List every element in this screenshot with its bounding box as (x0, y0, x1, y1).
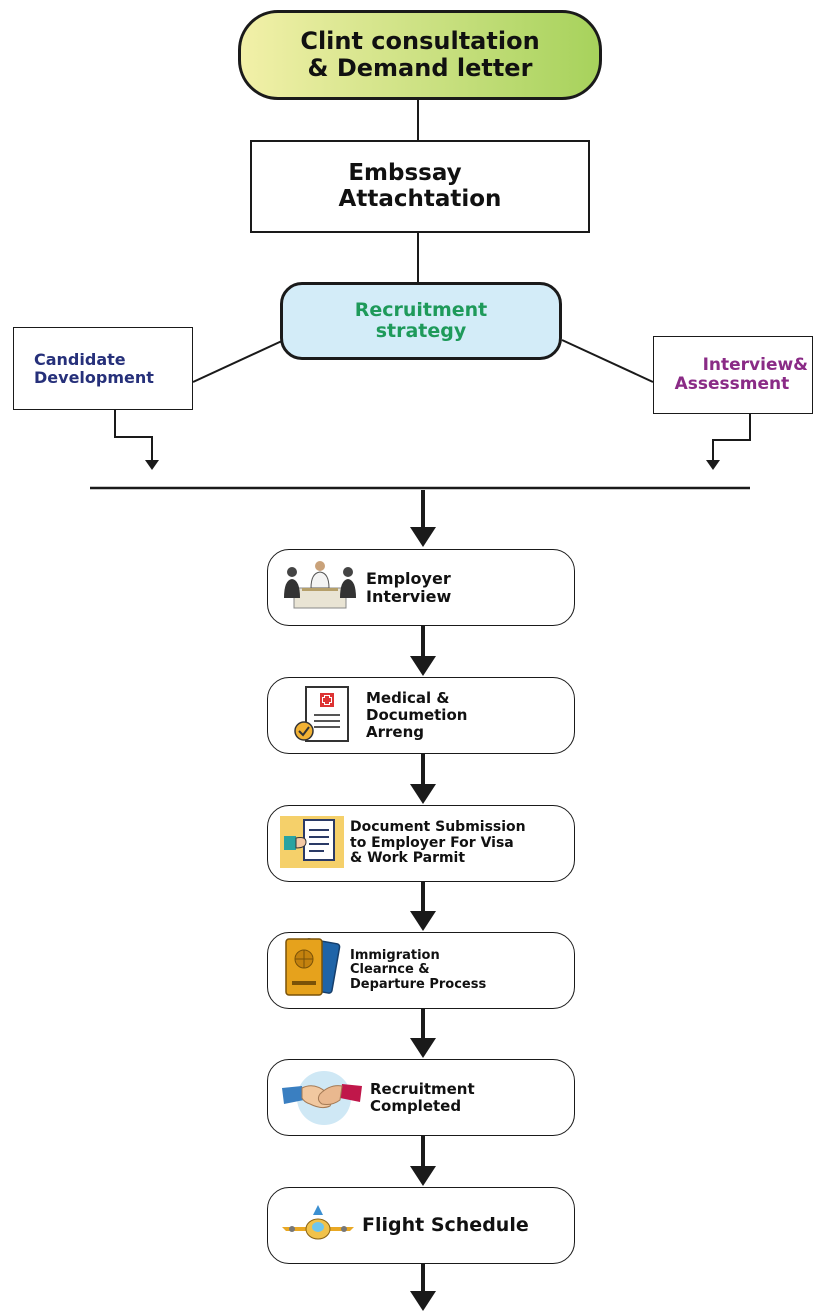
client-consultation-node: Clint consultation & Demand letter (238, 10, 602, 100)
strategy-line-2: strategy (375, 320, 467, 342)
step-immigration-departure: Immigration Clearnce & Departure Process (267, 932, 575, 1009)
interview-assessment-node: Interview& Assessment (653, 336, 813, 414)
arrowhead-flight (410, 1166, 436, 1186)
connector-strategy-candidate (192, 339, 285, 383)
connector-strategy-interview (561, 339, 654, 383)
recruitment-completed-label: Recruitment Completed (370, 1079, 475, 1115)
arrowhead-candidate (145, 460, 159, 470)
recruitment-strategy-label: Recruitment strategy (354, 298, 488, 343)
airplane-icon (280, 1201, 356, 1251)
arrowhead-medical (410, 656, 436, 676)
handshake-icon (280, 1066, 364, 1130)
medical-line-2: Documetion (366, 706, 468, 725)
connector-interview-down (712, 414, 751, 462)
docsub-line-3: & Work Parmit (350, 850, 466, 867)
docsub-line-1: Document Submission (350, 818, 526, 835)
immigration-departure-label: Immigration Clearnce & Departure Process (350, 947, 487, 993)
arrowhead-interview (706, 460, 720, 470)
arrowhead-immig (410, 911, 436, 931)
flight-line-1: Flight Schedule (362, 1213, 529, 1236)
embassy-attestation-label: Embssay Attachtation (338, 159, 502, 213)
interview-assessment-label: Interview& Assessment (674, 354, 808, 394)
step-employer-interview: Employer Interview (267, 549, 575, 626)
medical-documentation-label: Medical & Documetion Arreng (366, 690, 467, 740)
arrowhead-docsub (410, 784, 436, 804)
interview-line-1: Interview& (702, 354, 808, 375)
interview-line-2: Assessment (674, 374, 790, 394)
step-flight-schedule: Flight Schedule (267, 1187, 575, 1264)
client-line-1: Clint consultation (300, 27, 540, 56)
immig-line-2: Clearnce & (350, 962, 430, 978)
candidate-development-node: Candidate Development (13, 327, 193, 410)
flight-schedule-label: Flight Schedule (362, 1213, 529, 1236)
step-document-submission: Document Submission to Employer For Visa… (267, 805, 575, 882)
arrowhead-end (410, 1291, 436, 1311)
recruit-line-1: Recruitment (370, 1079, 475, 1098)
connector-candidate-down (114, 410, 153, 462)
employer-interview-label: Employer Interview (366, 568, 452, 606)
embassy-attestation-node: Embssay Attachtation (250, 140, 590, 233)
recruitment-strategy-node: Recruitment strategy (280, 282, 562, 360)
immig-line-1: Immigration (350, 947, 440, 963)
employer-line-1: Employer (366, 568, 451, 588)
docsub-line-2: to Employer For Visa (350, 834, 514, 851)
arrowhead-employer (410, 527, 436, 547)
embassy-line-1: Embssay (348, 159, 462, 186)
candidate-line-1: Candidate (34, 349, 126, 369)
candidate-development-label: Candidate Development (34, 349, 154, 387)
passport-icon (280, 935, 344, 1007)
document-handover-icon (280, 812, 344, 876)
medical-line-1: Medical & (366, 689, 450, 708)
document-submission-label: Document Submission to Employer For Visa… (350, 818, 526, 867)
medical-line-3: Arreng (366, 722, 424, 741)
employer-line-2: Interview (366, 586, 452, 606)
step-medical-documentation: Medical & Documetion Arreng (267, 677, 575, 754)
client-consultation-label: Clint consultation & Demand letter (300, 28, 539, 82)
embassy-line-2: Attachtation (338, 185, 502, 212)
step-recruitment-completed: Recruitment Completed (267, 1059, 575, 1136)
candidate-line-2: Development (34, 367, 154, 387)
client-line-2: & Demand letter (307, 54, 533, 82)
strategy-line-1: Recruitment (354, 298, 488, 321)
recruit-line-2: Completed (370, 1096, 462, 1115)
arrowhead-recruit (410, 1038, 436, 1058)
interview-meeting-icon (280, 558, 360, 618)
medical-document-icon (280, 681, 360, 751)
immig-line-3: Departure Process (350, 976, 487, 992)
